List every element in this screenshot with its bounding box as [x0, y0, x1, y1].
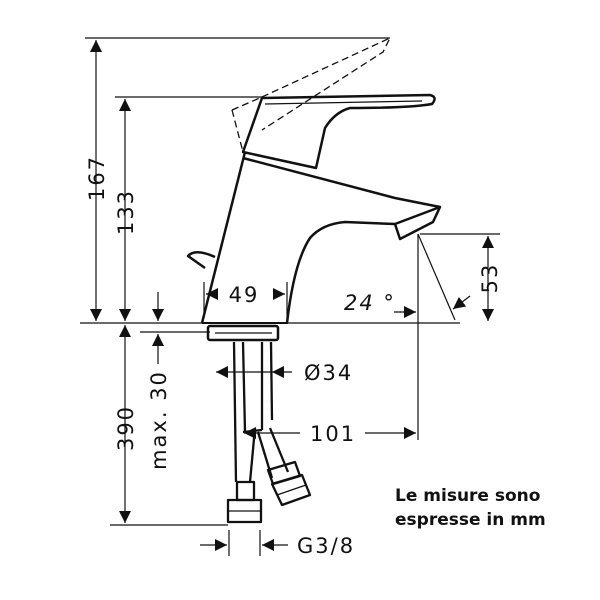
- dimension-133: 133: [114, 189, 138, 235]
- dimension-diameter-34: Ø34: [304, 361, 353, 385]
- units-note-line-2: espresse in mm: [395, 510, 546, 530]
- dimension-g3-8: G3/8: [297, 534, 355, 558]
- lever-open-position-outline: [231, 36, 392, 153]
- units-note: Le misure sono espresse in mm: [395, 484, 595, 532]
- dimension-53: 53: [478, 263, 502, 294]
- dimension-167: 167: [85, 155, 109, 201]
- dimension-390: 390: [114, 405, 138, 451]
- units-note-line-1: Le misure sono: [395, 486, 541, 506]
- dimension-arrows: [90, 40, 494, 551]
- angle-reference-line: [417, 233, 456, 321]
- dimension-angle: 24 °: [344, 291, 396, 315]
- hoses-and-shank: [226, 341, 312, 524]
- dimension-max-30: max. 30: [147, 370, 171, 470]
- dimension-49: 49: [229, 283, 260, 307]
- faucet-outline: [186, 93, 442, 342]
- dimension-101: 101: [310, 422, 356, 446]
